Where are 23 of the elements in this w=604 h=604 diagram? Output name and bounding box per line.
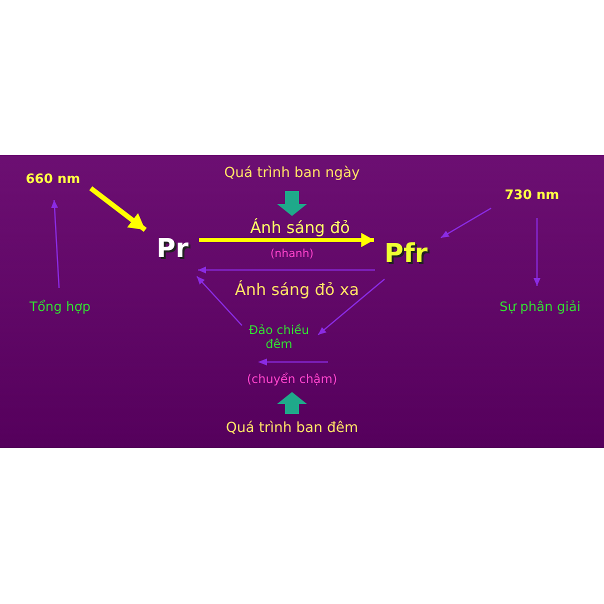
block-arrow <box>199 232 374 248</box>
arrow <box>196 276 242 326</box>
process-label: Tổng hợp <box>30 300 90 316</box>
arrow <box>534 218 540 286</box>
edge-label: Ánh sáng đỏ <box>249 218 351 237</box>
wavelength-label: 660 nm <box>26 172 80 188</box>
pigment-label: Pr <box>156 235 188 265</box>
rate-note: (chuyển chậm) <box>246 372 338 386</box>
process-label: Đảo chiều đêm <box>248 324 310 352</box>
edge-label: Ánh sáng đỏ xa <box>234 280 360 299</box>
process-label: Quá trình ban ngày <box>224 164 360 182</box>
block-arrow <box>277 191 307 216</box>
arrow <box>318 278 385 336</box>
pigment-label: Pfr <box>384 240 428 270</box>
rate-note: (nhanh) <box>269 247 315 260</box>
arrow <box>198 266 375 274</box>
arrow <box>51 200 60 288</box>
process-label: Sự phân giải <box>500 300 580 316</box>
block-arrow <box>277 392 307 414</box>
wavelength-label: 730 nm <box>504 188 560 204</box>
block-arrow <box>89 186 147 232</box>
arrow <box>440 208 492 238</box>
process-label: Quá trình ban đêm <box>226 420 358 436</box>
